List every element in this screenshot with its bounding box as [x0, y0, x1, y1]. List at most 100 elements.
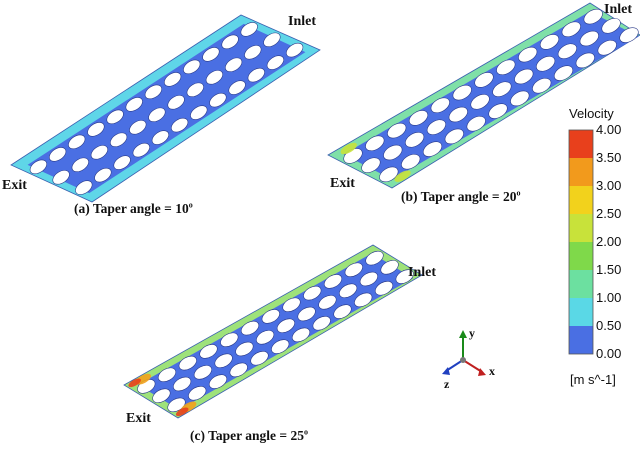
- colorbar-tick: 2.00: [596, 234, 622, 249]
- inlet-label-a: Inlet: [288, 14, 316, 29]
- pillar: [285, 42, 304, 58]
- pillar: [470, 94, 490, 110]
- pillar: [214, 353, 233, 368]
- pillar: [365, 250, 384, 266]
- x-axis-arrowhead: [478, 368, 486, 376]
- pillar: [579, 30, 599, 47]
- pillar: [68, 134, 86, 150]
- pillar: [94, 167, 112, 183]
- high-velocity-zone: [128, 378, 141, 388]
- pillar: [71, 157, 89, 173]
- pillar: [224, 57, 243, 73]
- pillar: [170, 117, 189, 133]
- pillar: [444, 128, 464, 145]
- caption-b: (b) Taper angle = 20o: [401, 188, 521, 204]
- pillar: [488, 103, 508, 119]
- colorbar-tick: 0.00: [596, 346, 622, 361]
- colorbar-band: [569, 326, 593, 354]
- pillar: [183, 59, 201, 75]
- pillar: [178, 355, 197, 371]
- pillar: [190, 105, 208, 120]
- pillar: [202, 47, 220, 62]
- pillar: [510, 90, 530, 107]
- pillar: [244, 45, 262, 60]
- colorbar-tick: 1.00: [596, 290, 622, 305]
- pillar: [186, 82, 204, 98]
- pillar: [235, 341, 254, 357]
- pillar: [276, 318, 295, 333]
- pillar: [374, 280, 394, 296]
- pillar: [448, 106, 468, 123]
- pillar: [129, 120, 147, 135]
- pillar: [518, 46, 538, 63]
- pillar: [250, 350, 269, 366]
- pillar: [553, 65, 574, 81]
- pillar: [151, 130, 170, 145]
- pillar: [303, 285, 322, 301]
- fluid-region: [27, 23, 306, 194]
- pillar: [601, 18, 621, 34]
- pillar: [87, 122, 105, 137]
- colorbar-tick: 2.50: [596, 206, 622, 221]
- velocity-colorbar: [568, 129, 594, 355]
- pillar: [240, 320, 260, 336]
- axis-origin: [460, 357, 466, 363]
- pillar: [157, 367, 177, 383]
- exit-label-b: Exit: [330, 176, 355, 191]
- pillar: [132, 142, 150, 158]
- high-velocity-zone: [394, 170, 411, 182]
- pillar: [492, 81, 512, 97]
- colorbar-band: [569, 130, 593, 158]
- pillar: [365, 135, 385, 152]
- colorbar-tick: 0.50: [596, 318, 622, 333]
- pillar: [221, 34, 239, 50]
- pillar: [452, 84, 472, 101]
- inlet-label-b: Inlet: [604, 2, 632, 17]
- pillar: [514, 68, 534, 85]
- z-axis-arrowhead: [442, 367, 450, 375]
- pillar: [173, 376, 192, 392]
- pillar: [575, 52, 595, 69]
- pillar: [312, 315, 331, 331]
- pillar: [29, 159, 48, 175]
- pillar: [474, 72, 494, 88]
- plate-c: [123, 244, 423, 419]
- pillar: [333, 304, 352, 319]
- pillar: [536, 56, 556, 72]
- x-axis-arrow: [462, 359, 483, 373]
- pillar: [48, 147, 67, 162]
- pillar: [318, 295, 337, 310]
- plate-b: [327, 2, 640, 189]
- pillar: [125, 97, 143, 112]
- pillar: [387, 122, 407, 139]
- axis-triad: [442, 330, 486, 376]
- pillar: [113, 155, 131, 170]
- pillar: [408, 110, 429, 126]
- pillar: [228, 80, 246, 95]
- pillar: [75, 180, 93, 195]
- pillar: [291, 327, 311, 343]
- pillar: [193, 365, 212, 380]
- inlet-label-c: Inlet: [408, 265, 436, 280]
- pillar: [256, 330, 275, 345]
- colorbar-tick: 4.00: [596, 122, 622, 137]
- colorbar-tick: 3.50: [596, 150, 622, 165]
- exit-label-c: Exit: [126, 411, 151, 426]
- plate-a: [10, 14, 321, 203]
- colorbar-band: [569, 214, 593, 242]
- z-axis-arrow: [445, 359, 464, 372]
- colorbar-band: [569, 298, 593, 326]
- pillar: [297, 306, 316, 322]
- pillar: [208, 374, 228, 389]
- pillar: [323, 274, 343, 289]
- pillar: [152, 388, 171, 403]
- pillar: [539, 34, 560, 50]
- pillar: [271, 339, 290, 354]
- pillar: [380, 260, 399, 275]
- pillar: [205, 70, 224, 85]
- pillar: [229, 362, 248, 378]
- pillar: [401, 153, 421, 170]
- pillar: [361, 157, 381, 173]
- colorbar-band: [569, 242, 593, 270]
